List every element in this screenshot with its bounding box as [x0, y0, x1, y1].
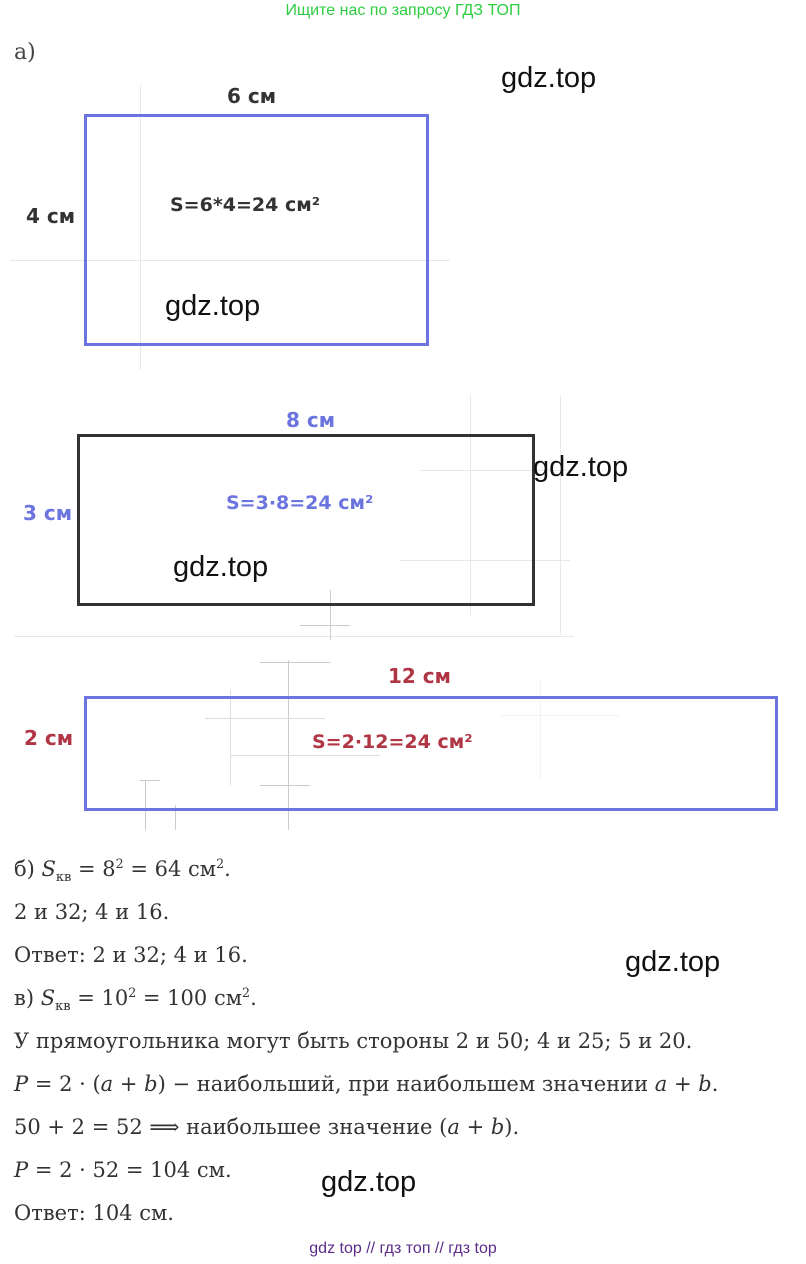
rect2-height-label: 3 см	[23, 501, 73, 525]
variable-a: a	[100, 1072, 114, 1096]
rect1-area-formula: S=6*4=24 см²	[170, 194, 321, 216]
equation-part: = 2 · 52 = 104 см.	[28, 1158, 232, 1182]
area-subscript: кв	[55, 870, 72, 886]
area-symbol: S	[41, 857, 56, 881]
grid-artifact	[175, 805, 176, 830]
rect3-width-label: 12 см	[388, 664, 451, 688]
part-v-label: в)	[14, 986, 41, 1010]
grid-artifact	[140, 780, 160, 781]
grid-artifact	[14, 636, 574, 637]
grid-artifact	[10, 260, 450, 261]
watermark: gdz.top	[321, 1166, 417, 1198]
grid-artifact	[205, 718, 325, 719]
variable-b: b	[698, 1072, 712, 1096]
solution-text: б) Sкв = 82 = 64 см2. 2 и 32; 4 и 16. От…	[14, 848, 794, 1235]
grid-artifact	[400, 560, 570, 561]
grid-artifact	[260, 785, 310, 786]
grid-artifact	[260, 662, 330, 663]
rect3-height-label: 2 см	[24, 726, 74, 750]
rect2-width-label: 8 см	[286, 408, 336, 432]
rect2-area-formula: S=3·8=24 см²	[226, 492, 374, 514]
watermark: gdz.top	[533, 451, 629, 483]
grid-artifact	[500, 715, 620, 716]
variable-b: b	[490, 1115, 505, 1139]
variable-b: b	[144, 1072, 158, 1096]
perimeter-symbol: P	[14, 1072, 29, 1096]
exponent: 2	[128, 985, 137, 1000]
rect1-width-label: 6 см	[227, 84, 277, 108]
solution-answer-b: Ответ: 2 и 32; 4 и 16.	[14, 943, 248, 967]
solution-line-sides: У прямоугольника могут быть стороны 2 и …	[14, 1029, 693, 1053]
search-hint-link[interactable]: Ищите нас по запросу ГДЗ ТОП	[285, 2, 521, 19]
variable-a: a	[447, 1115, 460, 1139]
equation-part: = 2 · (	[28, 1072, 101, 1096]
part-a-label: а)	[14, 40, 36, 65]
area-subscript: кв	[55, 999, 71, 1015]
area-symbol: S	[40, 986, 56, 1010]
solution-line-pairs: 2 и 32; 4 и 16.	[14, 900, 170, 924]
rectangle-6x4	[84, 114, 429, 346]
plus: +	[459, 1115, 491, 1139]
grid-artifact	[470, 395, 471, 615]
watermark: gdz.top	[501, 62, 597, 94]
grid-artifact	[300, 625, 350, 626]
exponent: 2	[115, 856, 124, 871]
equation-part: = 8	[71, 857, 116, 881]
equation-part: ).	[504, 1115, 520, 1139]
equation-part: = 100 см	[136, 986, 243, 1010]
equation-part: ) − наибольший, при наибольшем значении	[157, 1072, 655, 1096]
period: .	[224, 857, 231, 881]
exponent: 2	[216, 856, 225, 871]
plus: +	[667, 1072, 699, 1096]
grid-artifact	[330, 590, 331, 640]
exponent: 2	[242, 985, 251, 1000]
equation-part: = 64 см	[123, 857, 217, 881]
grid-artifact	[230, 690, 231, 785]
plus: +	[113, 1072, 145, 1096]
solution-line-b: б) Sкв = 82 = 64 см2.	[14, 848, 794, 891]
grid-artifact	[140, 85, 141, 370]
part-b-label: б)	[14, 857, 42, 881]
solution-line-v: в) Sкв = 102 = 100 см2.	[14, 977, 794, 1020]
rect3-area-formula: S=2·12=24 см²	[312, 731, 473, 753]
watermark: gdz.top	[173, 551, 269, 583]
equation-part: 50 + 2 = 52 ⟹ наибольшее значение (	[14, 1115, 448, 1139]
solution-line-max-sum: 50 + 2 = 52 ⟹ наибольшее значение (a + b…	[14, 1106, 794, 1149]
solution-line-perimeter-value: P = 2 · 52 = 104 см.	[14, 1149, 794, 1192]
perimeter-symbol: P	[14, 1158, 29, 1182]
watermark: gdz.top	[625, 946, 721, 978]
grid-artifact	[560, 395, 561, 635]
rectangle-8x3	[77, 434, 535, 606]
watermark: gdz.top	[165, 290, 261, 322]
variable-a: a	[654, 1072, 668, 1096]
grid-artifact	[420, 470, 570, 471]
grid-artifact	[230, 755, 380, 756]
grid-artifact	[540, 680, 541, 780]
grid-artifact	[288, 660, 289, 830]
equation-part: = 10	[70, 986, 129, 1010]
footer-links[interactable]: gdz top // гдз топ // гдз top	[309, 1240, 497, 1257]
grid-artifact	[145, 780, 146, 830]
rect1-height-label: 4 см	[26, 204, 76, 228]
period: .	[250, 986, 257, 1010]
solution-answer-v: Ответ: 104 см.	[14, 1201, 174, 1225]
period: .	[711, 1072, 719, 1096]
solution-line-perimeter-formula: P = 2 · (a + b) − наибольший, при наибол…	[14, 1063, 794, 1106]
rectangle-12x2	[84, 696, 778, 811]
